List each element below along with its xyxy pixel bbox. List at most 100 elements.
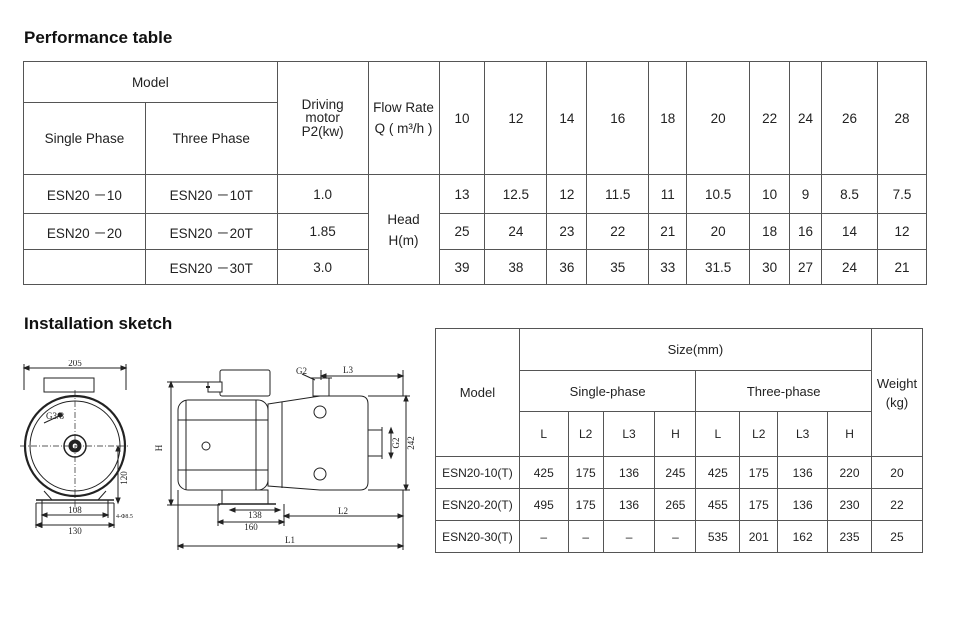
installation-title: Installation sketch: [24, 314, 173, 333]
dim-205: 205: [68, 360, 82, 368]
motor-header-line2: motor: [305, 110, 340, 125]
head-value: 35: [586, 249, 650, 285]
dim-108: 108: [68, 505, 82, 515]
table-row: ESN20 －20 ESN20 －20T 1.85 25 24 23 22 21…: [23, 213, 928, 250]
size-value: 535: [695, 520, 741, 553]
head-value: 12.5: [484, 174, 548, 214]
flow-value: 24: [789, 61, 823, 175]
dim-holes: 4-Φ8.5: [116, 514, 133, 520]
head-label-line2: H(m): [388, 232, 419, 248]
flow-value: 26: [821, 61, 878, 175]
weight-header-line2: (kg): [885, 394, 909, 410]
three-phase-model: ESN20 －10T: [144, 174, 278, 214]
size-value: 245: [654, 456, 697, 489]
size-model: ESN20-30(T): [435, 520, 520, 553]
flow-value: 10: [438, 61, 486, 175]
performance-title: Performance table: [24, 28, 173, 47]
flow-header-line2: Q ( m³/h ): [374, 121, 433, 136]
dim-130: 130: [68, 526, 82, 535]
weight-value: 22: [870, 488, 924, 521]
flow-value: 14: [546, 61, 588, 175]
size-value: 136: [602, 456, 656, 489]
head-value: 39: [438, 249, 486, 285]
size-model: ESN20-20(T): [435, 488, 520, 521]
weight-value: 25: [870, 520, 924, 553]
head-value: 31.5: [686, 249, 751, 285]
flow-value: 28: [876, 61, 928, 175]
head-value: 12: [546, 174, 588, 214]
motor-header-line3: P2(kw): [301, 124, 344, 139]
flow-value: 16: [586, 61, 650, 175]
dim-l1: L1: [285, 535, 295, 545]
motor-power: 1.85: [276, 213, 369, 250]
size-value: –: [654, 520, 697, 553]
dim-header: L3: [602, 411, 656, 457]
dim-g38: G3/8: [46, 411, 65, 421]
head-value: 23: [546, 213, 588, 250]
size-value: 162: [777, 520, 829, 553]
dim-header: L3: [777, 411, 829, 457]
head-value: 21: [648, 213, 688, 250]
table-row: ESN20-30(T) – – – – 535 201 162 235 25: [435, 520, 924, 553]
dim-h: H: [154, 444, 164, 451]
single-phase-model: ESN20 －10: [23, 174, 146, 214]
head-label: Head H(m): [367, 174, 440, 285]
model-header: Model: [23, 61, 278, 103]
three-phase-model: ESN20 －30T: [144, 249, 278, 285]
dim-l2: L2: [338, 506, 348, 516]
flow-value: 18: [648, 61, 688, 175]
dim-header: L: [518, 411, 569, 457]
dim-160: 160: [244, 522, 258, 532]
dim-138: 138: [248, 510, 262, 520]
size-value: 136: [777, 456, 829, 489]
head-value: 12: [876, 213, 928, 250]
size-value: 265: [654, 488, 697, 521]
dim-header: L2: [567, 411, 604, 457]
flow-value: 12: [484, 61, 548, 175]
head-value: 27: [789, 249, 823, 285]
motor-header-line1: Driving: [301, 97, 344, 112]
head-value: 13: [438, 174, 486, 214]
head-value: 33: [648, 249, 688, 285]
three-phase-group-header: Three-phase: [695, 370, 872, 412]
table-row: ESN20 －30T 3.0 39 38 36 35 33 31.5 30 27…: [23, 249, 928, 285]
size-model: ESN20-10(T): [435, 456, 520, 489]
flow-value: 20: [686, 61, 751, 175]
flow-header: Flow Rate Q ( m³/h ): [367, 61, 440, 175]
dim-header: H: [654, 411, 697, 457]
table-row: ESN20-20(T) 495 175 136 265 455 175 136 …: [435, 488, 924, 521]
table-row: ESN20 －10 ESN20 －10T 1.0 Head H(m) 13 12…: [23, 174, 928, 285]
weight-header-line1: Weight: [876, 375, 918, 391]
single-phase-model: [23, 249, 146, 285]
dim-l3: L3: [343, 365, 353, 375]
head-value: 30: [749, 249, 791, 285]
head-value: 25: [438, 213, 486, 250]
size-value: 175: [739, 456, 779, 489]
size-value: 455: [695, 488, 741, 521]
dim-header: H: [827, 411, 872, 457]
head-value: 16: [789, 213, 823, 250]
head-value: 10.5: [686, 174, 751, 214]
size-value: 425: [695, 456, 741, 489]
single-phase-header: Single Phase: [23, 102, 146, 175]
head-value: 21: [876, 249, 928, 285]
size-model-header: Model: [435, 328, 520, 457]
side-view-sketch: H G2 L3 G2 242 138 160 L2 L1: [154, 365, 416, 550]
size-value: –: [567, 520, 604, 553]
head-value: 14: [821, 213, 878, 250]
size-value: 235: [827, 520, 872, 553]
size-value: 201: [739, 520, 779, 553]
head-value: 38: [484, 249, 548, 285]
performance-table: Model Driving motor P2(kw) Flow Rate Q (…: [23, 61, 928, 285]
single-phase-group-header: Single-phase: [518, 370, 697, 412]
head-label-line1: Head: [387, 211, 420, 227]
flow-header-line1: Flow Rate: [373, 100, 434, 115]
motor-power: 3.0: [276, 249, 369, 285]
head-value: 9: [789, 174, 823, 214]
head-value: 22: [586, 213, 650, 250]
dim-g2-top: G2: [296, 366, 307, 376]
size-table: Model Size(mm) Weight (kg) Single-phase …: [435, 328, 924, 553]
dim-242: 242: [406, 436, 416, 450]
size-value: 175: [567, 488, 604, 521]
head-value: 24: [484, 213, 548, 250]
